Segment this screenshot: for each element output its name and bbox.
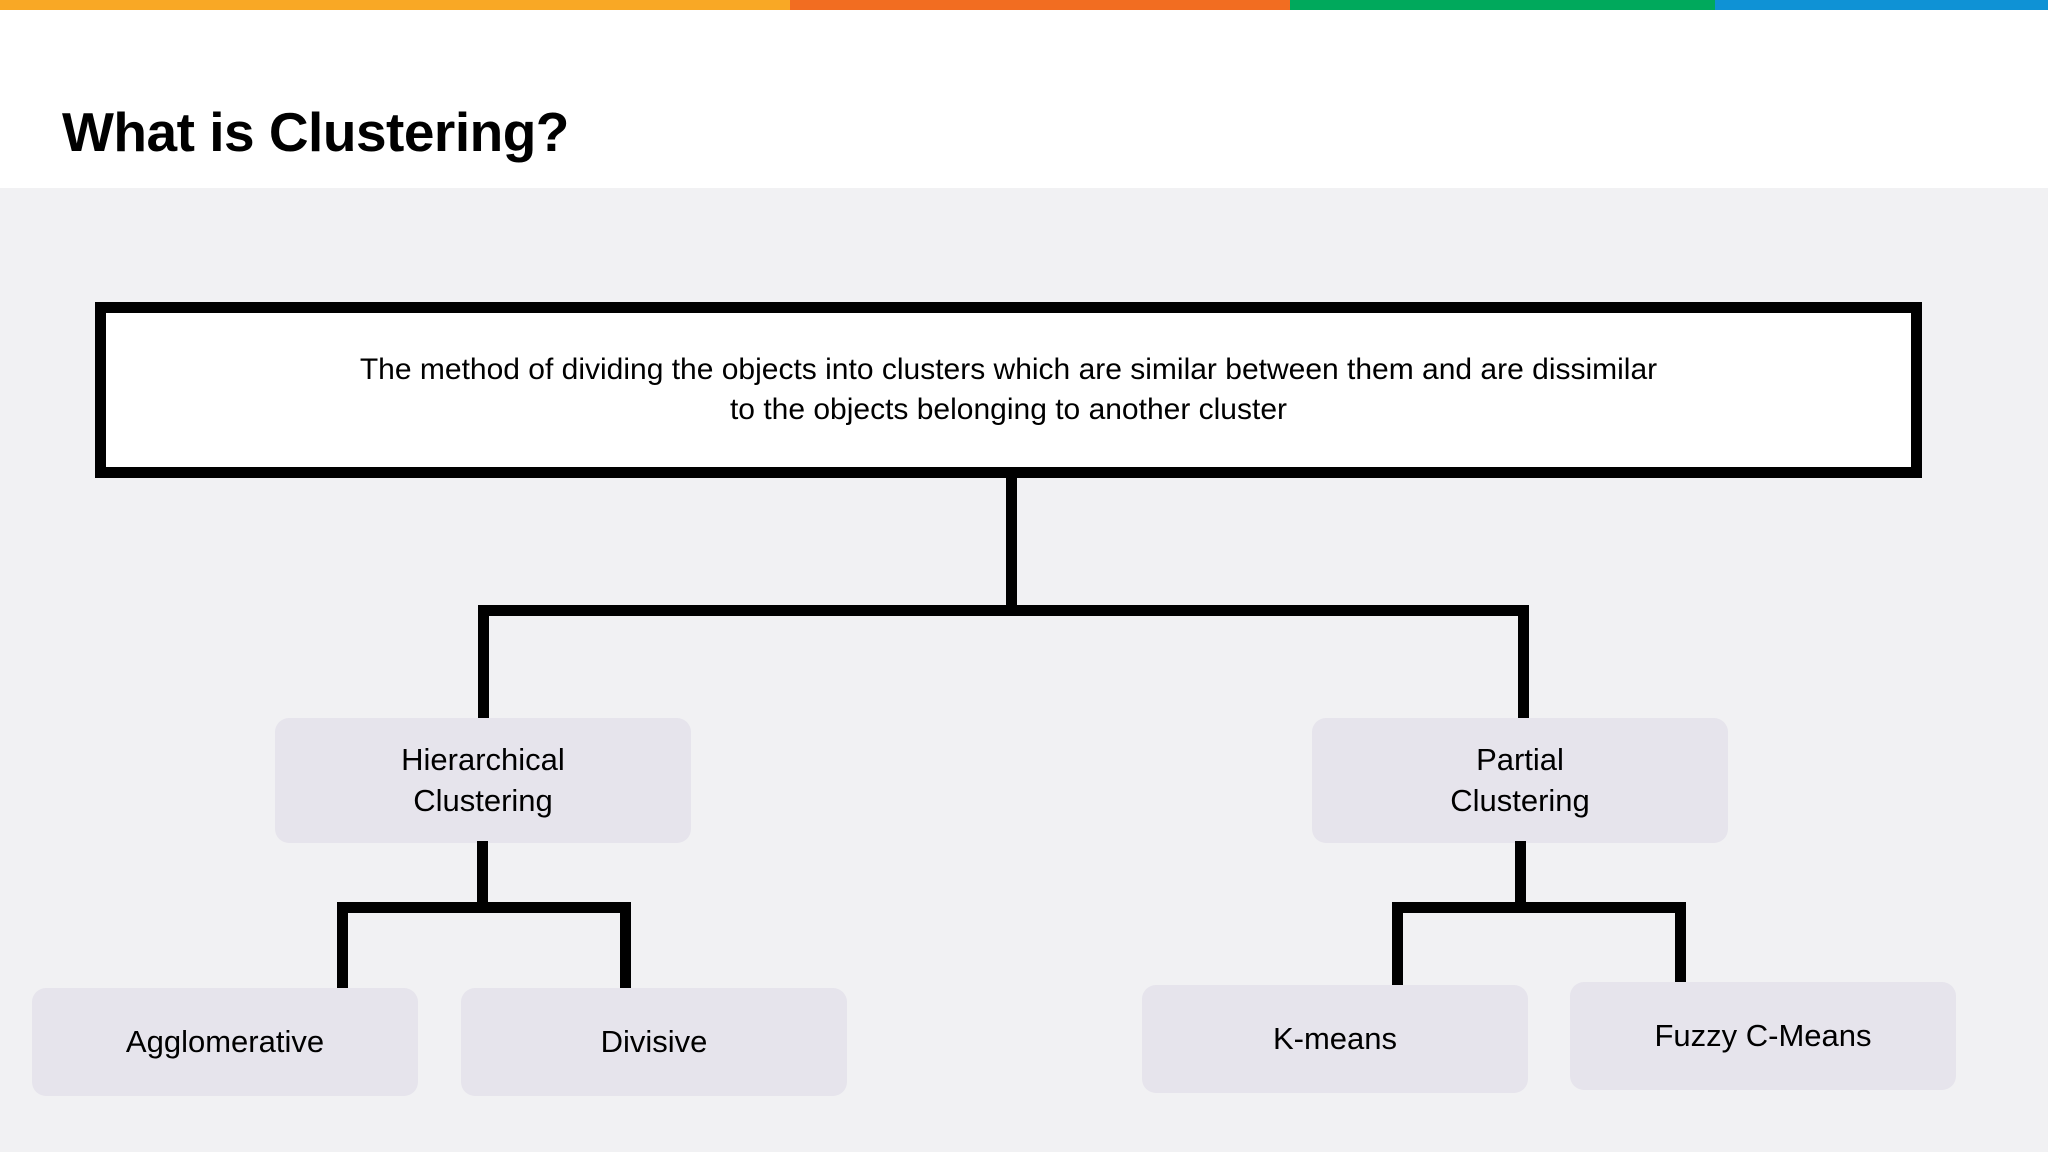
node-partial-clustering[interactable]: Partial Clustering [1312, 718, 1728, 843]
node-agglomerative[interactable]: Agglomerative [32, 988, 418, 1096]
top-accent-bar [0, 0, 2048, 10]
accent-segment-yellow [0, 0, 790, 10]
node-hierarchical-clustering[interactable]: Hierarchical Clustering [275, 718, 691, 843]
connector-to-divisive [620, 902, 631, 990]
connector-to-kmeans [1392, 902, 1403, 986]
connector-root-trunk [1006, 478, 1017, 610]
definition-box: The method of dividing the objects into … [95, 302, 1922, 478]
connector-partial-horizontal [1392, 902, 1686, 913]
diagram-canvas: The method of dividing the objects into … [0, 188, 2048, 1152]
node-kmeans[interactable]: K-means [1142, 985, 1528, 1093]
node-label: Partial Clustering [1450, 741, 1590, 818]
connector-root-horizontal [478, 605, 1529, 616]
node-label: K-means [1272, 1020, 1398, 1056]
node-divisive[interactable]: Divisive [461, 988, 847, 1096]
page-title: What is Clustering? [62, 101, 569, 163]
definition-text: The method of dividing the objects into … [359, 353, 1658, 426]
node-label: Divisive [600, 1023, 708, 1059]
connector-to-partial [1518, 605, 1529, 753]
connector-to-hierarchical [478, 605, 489, 753]
node-label: Hierarchical Clustering [401, 741, 565, 818]
node-label: Fuzzy C-Means [1654, 1017, 1872, 1053]
accent-segment-orange [790, 0, 1290, 10]
connector-hierarchical-horizontal [337, 902, 631, 913]
node-fuzzy-cmeans[interactable]: Fuzzy C-Means [1570, 982, 1956, 1090]
accent-segment-blue [1715, 0, 2048, 10]
connector-partial-trunk [1515, 841, 1526, 903]
connector-to-agglomerative [337, 902, 348, 990]
connector-to-fuzzy-cmeans [1675, 902, 1686, 986]
accent-segment-green [1290, 0, 1715, 10]
slide-header: What is Clustering? [0, 10, 2048, 188]
node-label: Agglomerative [125, 1023, 325, 1059]
connector-hierarchical-trunk [477, 841, 488, 903]
